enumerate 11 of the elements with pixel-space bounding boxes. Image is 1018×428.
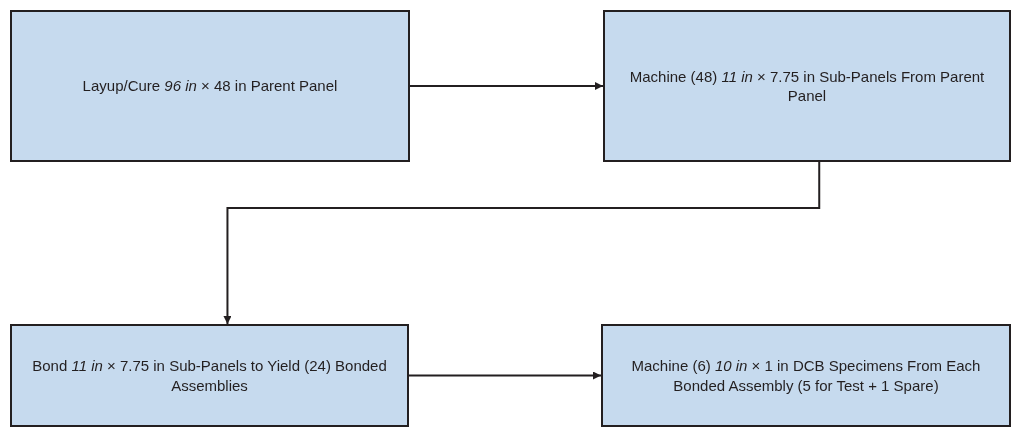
process-box (10, 324, 409, 427)
arrow (408, 371, 602, 380)
arrow (223, 161, 821, 325)
box-label: Bond 11 in × 7.75 in Sub-Panels to Yield (24) Bonded Assemblies (31, 356, 388, 395)
process-box (603, 10, 1011, 162)
process-box (10, 10, 410, 162)
box-label: Machine (48) 11 in × 7.75 in Sub-Panels From Parent Panel (628, 66, 986, 106)
box-label: Layup/Cure 96 in × 48 in Parent Panel (81, 76, 339, 96)
box-label: Machine (6) 10 in × 1 in DCB Specimens From Each Bonded Assembly (5 for Test + 1 Spare) (630, 356, 982, 395)
arrow (409, 82, 604, 90)
process-box (601, 324, 1011, 427)
